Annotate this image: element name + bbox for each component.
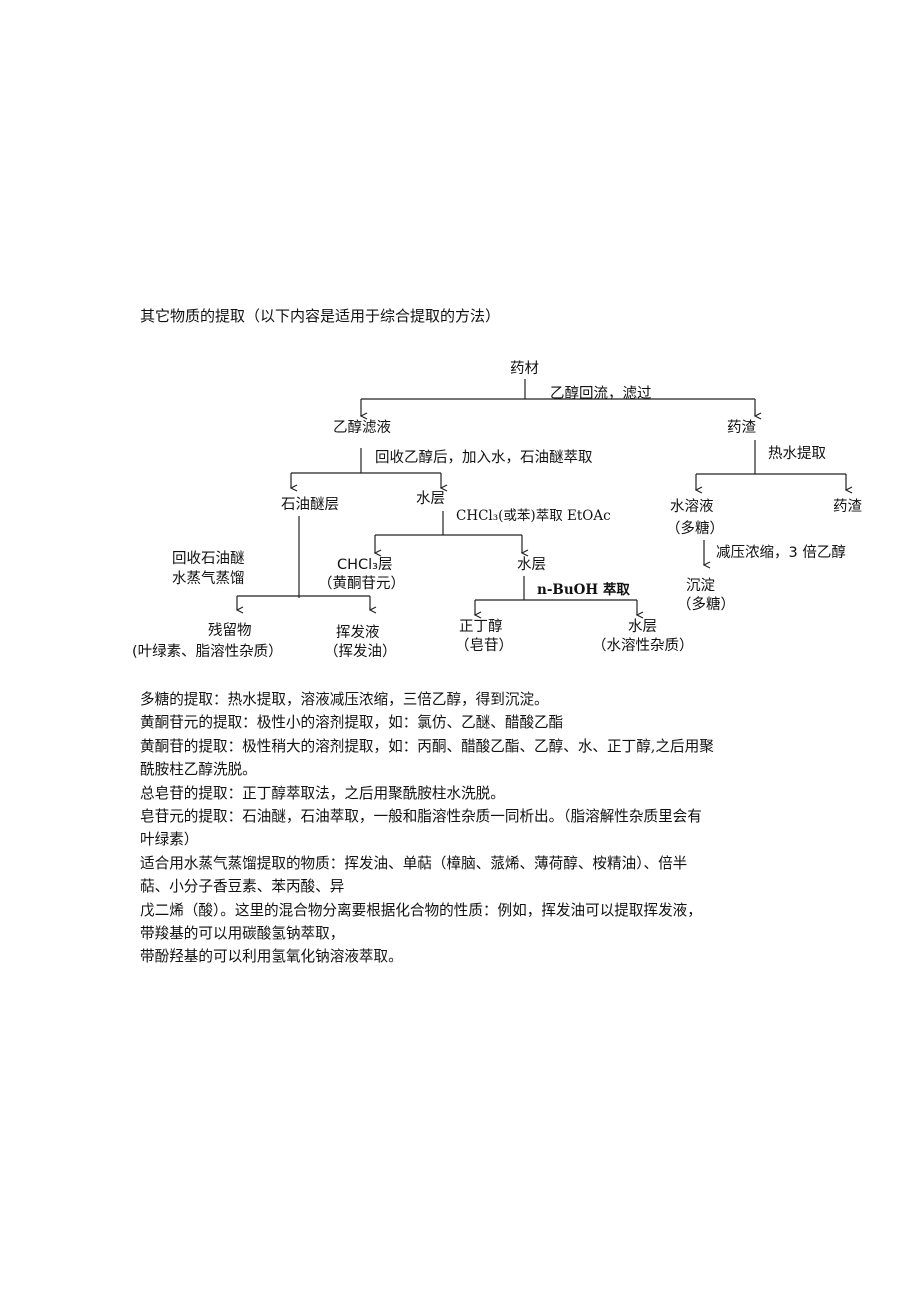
step-concentrate: 减压浓缩，3 倍乙醇: [716, 544, 846, 561]
text-line: 酰胺柱乙醇洗脱。: [140, 761, 257, 779]
text-line: 多糖的提取：热水提取，溶液减压浓缩，三倍乙醇，得到沉淀。: [140, 691, 549, 708]
text-line: 萜、小分子香豆素、苯丙酸、异: [140, 878, 345, 896]
node-aqueous-solution-note: （多糖）: [666, 520, 724, 537]
node-chcl3-layer: CHCl₃层: [337, 557, 393, 573]
text-line: 戊二烯（酸）。这里的混合物分离要根据化合物的性质：例如，挥发油可以提取挥发液，: [140, 901, 702, 919]
step-chcl3-extract: CHCl₃(或苯)萃取 EtOAc: [456, 508, 611, 524]
node-residue-product-note: (叶绿素、脂溶性杂质）: [132, 643, 283, 660]
node-residue-top: 药渣: [727, 419, 756, 436]
node-ethanol-filtrate: 乙醇滤液: [333, 419, 391, 436]
node-volatile-liquid: 挥发液: [336, 624, 380, 641]
node-n-butanol-note: （皂苷）: [455, 637, 513, 654]
text-line: 黄酮苷的提取：极性稍大的溶剂提取，如：丙酮、醋酸乙酯、乙醇、水、正丁醇,之后用聚: [140, 737, 714, 755]
node-water-layer-3-note: （水溶性杂质）: [592, 637, 694, 654]
node-chcl3-layer-note: （黄酮苷元）: [318, 575, 405, 592]
step-hot-water-extract: 热水提取: [768, 445, 826, 462]
text-line: 带酚羟基的可以利用氢氧化钠溶液萃取。: [140, 948, 403, 966]
node-residue-product: 残留物: [208, 622, 252, 639]
body-text: 多糖的提取：热水提取，溶液减压浓缩，三倍乙醇，得到沉淀。 黄酮苷元的提取：极性小…: [140, 688, 790, 969]
text-line: 总皂苷的提取：正丁醇萃取法，之后用聚酰胺柱水洗脱。: [140, 784, 505, 802]
step-recover-ethanol: 回收乙醇后，加入水，石油醚萃取: [375, 449, 593, 466]
note-steam-distillation: 水蒸气蒸馏: [172, 570, 245, 587]
text-line: 皂苷元的提取：石油醚，石油萃取，一般和脂溶性杂质一同析出。（脂溶解性杂质里会有: [140, 808, 702, 826]
section-heading: 其它物质的提取（以下内容是适用于综合提取的方法）: [140, 307, 501, 325]
node-aqueous-solution: 水溶液: [670, 498, 714, 515]
node-n-butanol: 正丁醇: [459, 618, 503, 635]
node-petroleum-ether-layer: 石油醚层: [281, 496, 339, 513]
node-precipitate-note: （多糖）: [677, 596, 735, 613]
node-volatile-liquid-note: （挥发油）: [324, 643, 397, 660]
step-ethanol-reflux: 乙醇回流，滤过: [550, 385, 652, 402]
node-water-layer-2: 水层: [517, 556, 546, 573]
node-water-layer-3: 水层: [628, 618, 657, 635]
step-n-buoh-extract: n-BuOH 萃取: [537, 581, 630, 598]
note-recover-petroleum: 回收石油醚: [172, 550, 245, 567]
node-raw-material: 药材: [510, 360, 539, 377]
text-line: 黄酮苷元的提取：极性小的溶剂提取，如：氯仿、乙醚、醋酸乙酯: [140, 714, 564, 732]
node-residue-right: 药渣: [833, 498, 862, 515]
text-line: 适合用水蒸气蒸馏提取的物质：挥发油、单萜（樟脑、蒎烯、薄荷醇、桉精油）、倍半: [140, 854, 688, 872]
text-line: 带羧基的可以用碳酸氢钠萃取，: [140, 925, 345, 943]
node-precipitate: 沉淀: [686, 577, 715, 594]
node-water-layer: 水层: [416, 490, 445, 507]
text-line: 叶绿素）: [140, 831, 199, 849]
